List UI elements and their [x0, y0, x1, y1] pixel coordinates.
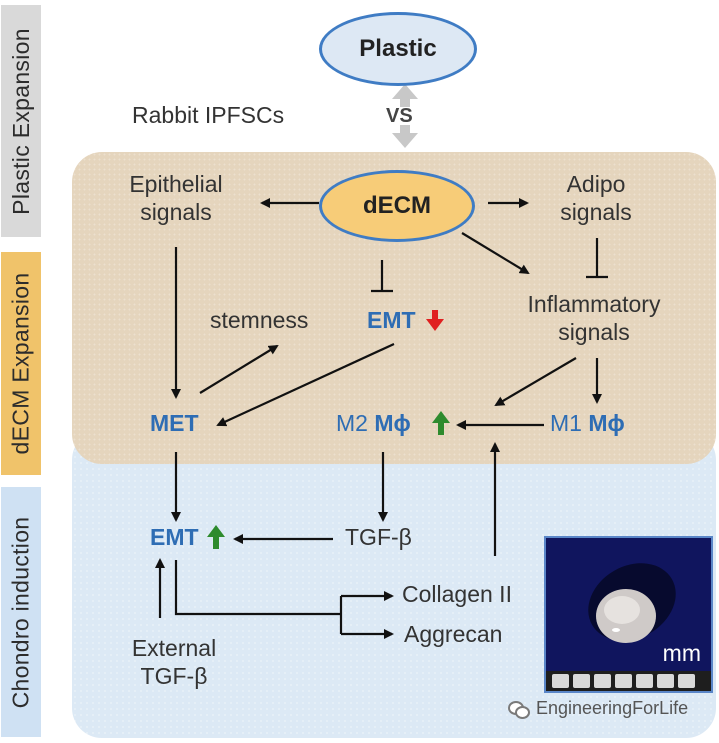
tgf-beta-label: TGF-β — [345, 524, 412, 550]
emt-top-label: EMT — [367, 307, 416, 333]
arrow-emt-met — [216, 343, 395, 427]
watermark: EngineeringForLife — [508, 698, 688, 719]
rabbit-ipfscs-label: Rabbit IPFSCs — [132, 102, 285, 128]
arrow-met-stemness — [199, 344, 279, 394]
scale-mm-label: mm — [662, 640, 701, 666]
decm-expansion-bar: dECM Expansion — [1, 252, 41, 475]
plastic-expansion-bar: Plastic Expansion — [1, 5, 41, 237]
cartilage-pellet-image — [588, 563, 676, 643]
cartilage-photo: mm — [544, 536, 713, 693]
emt-decrease-arrow-icon — [426, 310, 444, 331]
vs-double-arrow — [392, 84, 418, 148]
emt-bottom-label: EMT — [150, 524, 199, 550]
m2-macrophage-label: M2 Mϕ — [336, 410, 411, 436]
aggrecan-label: Aggrecan — [404, 621, 503, 647]
ruler — [546, 671, 711, 691]
emt-increase-arrow-icon — [207, 525, 225, 549]
collagen-label: Collagen II — [402, 581, 512, 607]
decm-node: dECM — [319, 170, 475, 242]
arrow-decm-inflammatory — [461, 232, 530, 275]
m1-macrophage-label: M1 Mϕ — [550, 410, 625, 436]
wechat-icon — [508, 700, 530, 719]
watermark-text: EngineeringForLife — [536, 698, 689, 718]
arrow-inflammatory-m2 — [494, 357, 577, 407]
met-label: MET — [150, 410, 199, 436]
stemness-label: stemness — [210, 307, 309, 333]
m2-increase-arrow-icon — [432, 411, 450, 435]
vs-label: VS — [386, 105, 413, 127]
plastic-node: Plastic — [319, 12, 477, 86]
line-emt-branch — [174, 560, 341, 616]
chondro-induction-bar: Chondro induction — [1, 487, 41, 737]
